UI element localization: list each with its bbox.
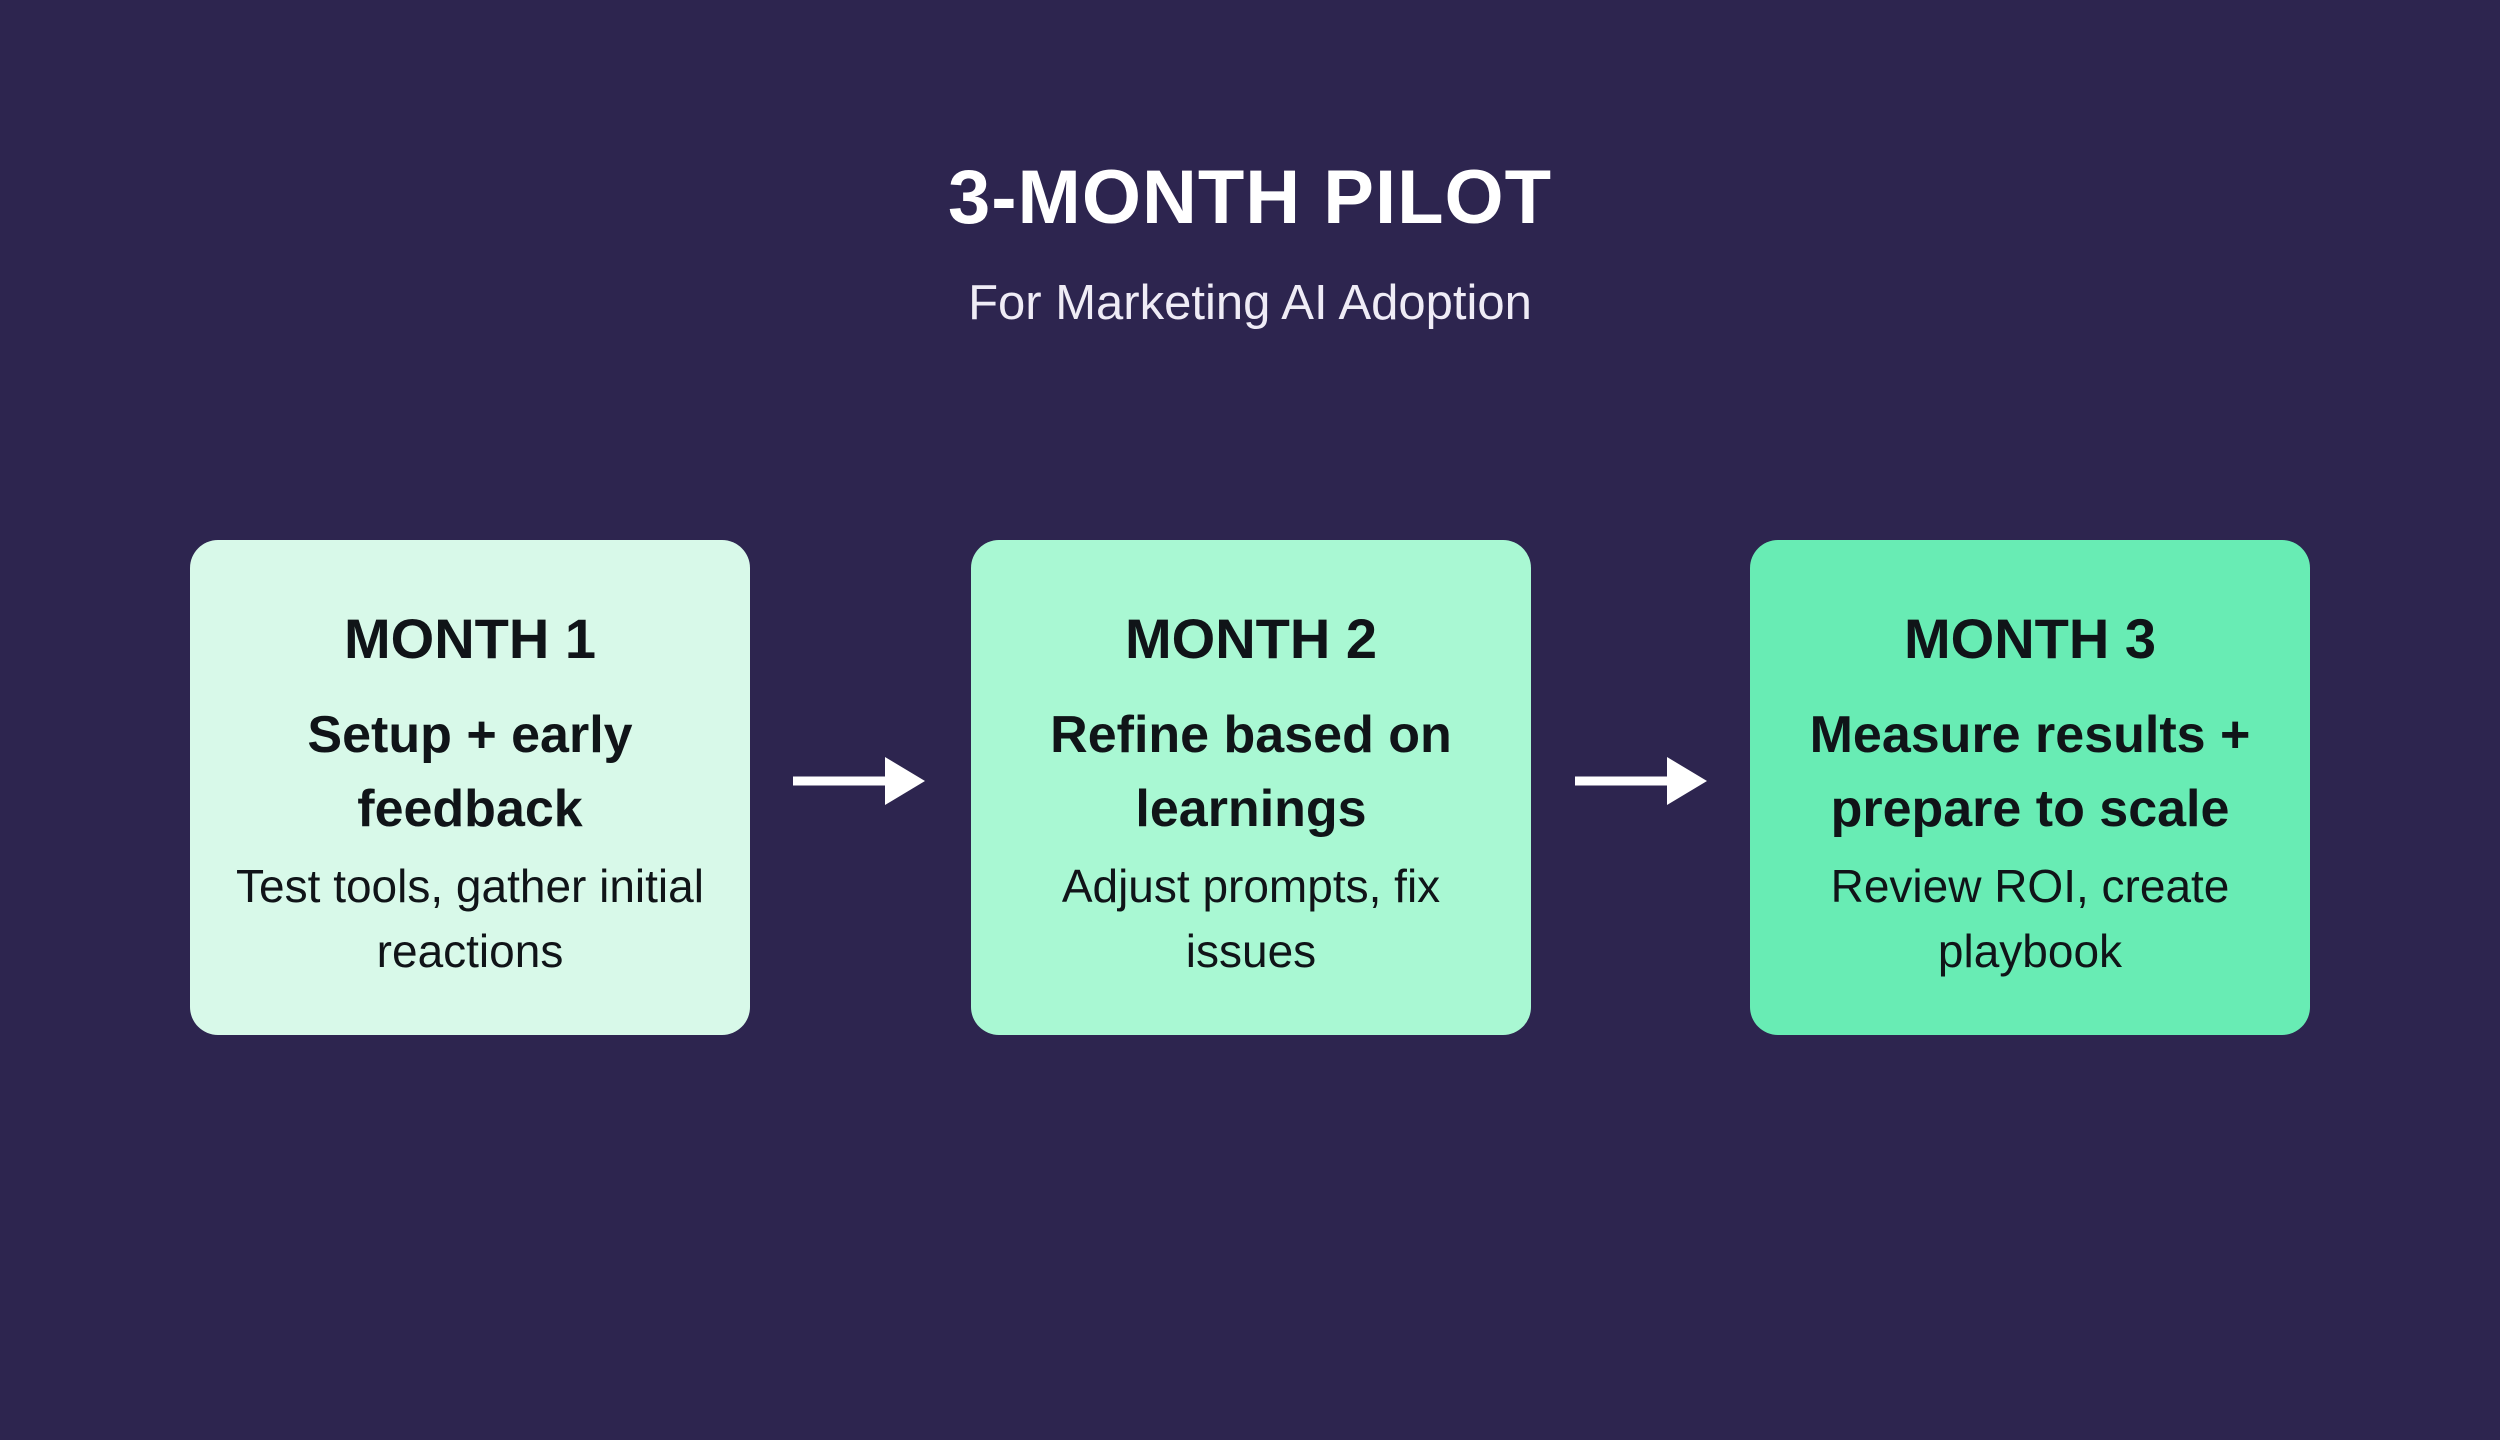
right-arrow-icon (1575, 757, 1707, 805)
month-2-card: MONTH 2 Refine based on learnings Adjust… (971, 540, 1531, 1035)
month-1-card: MONTH 1 Setup + early feedback Test tool… (190, 540, 750, 1035)
arrow-month2-to-month3 (1575, 757, 1707, 805)
month-1-subheading: Setup + early feedback (307, 706, 633, 838)
month-1-description: Test tools, gather initial reactions (236, 860, 704, 977)
month-3-subheading: Measure results + prepare to scale (1809, 706, 2251, 838)
page-title: 3-MONTH PILOT (947, 155, 1553, 240)
month-3-heading: MONTH 3 (1904, 607, 2156, 670)
month-3-description: Review ROI, create playbook (1830, 860, 2230, 977)
month-3-card: MONTH 3 Measure results + prepare to sca… (1750, 540, 2310, 1035)
month-2-heading: MONTH 2 (1125, 607, 1377, 670)
right-arrow-icon (793, 757, 925, 805)
month-2-description: Adjust prompts, fix issues (1061, 860, 1441, 977)
month-2-subheading: Refine based on learnings (1050, 706, 1452, 838)
page-subtitle: For Marketing AI Adoption (968, 276, 1532, 330)
arrow-month1-to-month2 (793, 757, 925, 805)
month-1-heading: MONTH 1 (344, 607, 596, 670)
